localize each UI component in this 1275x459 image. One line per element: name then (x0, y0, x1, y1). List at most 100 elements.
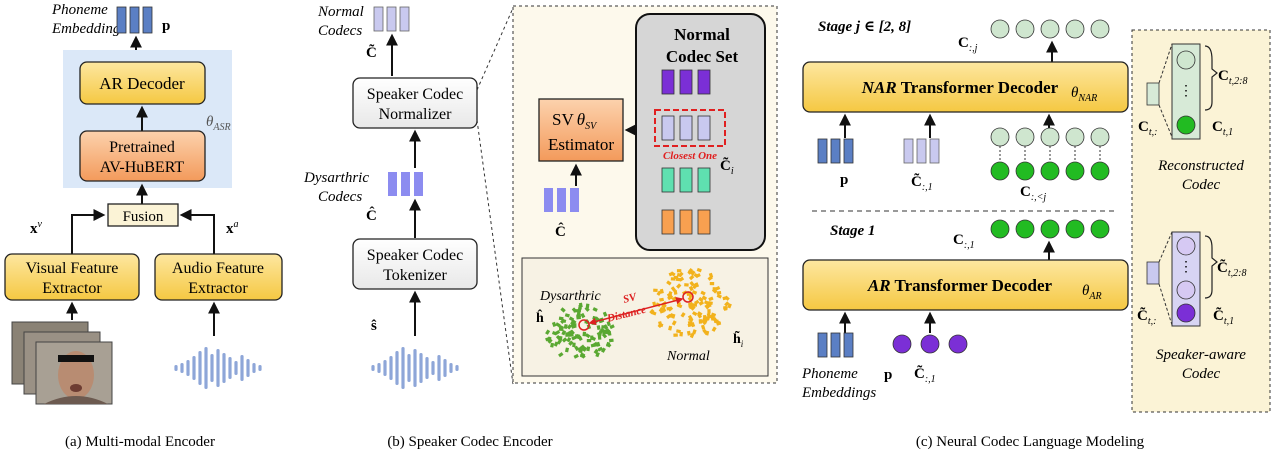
ar-decoder-label-a: AR Decoder (99, 74, 185, 93)
codec-circle (990, 219, 1010, 239)
scatter-dot (698, 300, 705, 306)
codec-teal (661, 167, 711, 193)
scatter-dot (584, 333, 591, 339)
scatter-dot (688, 285, 694, 292)
visual-extractor-label-2: Extractor (42, 280, 102, 297)
theta-ar: θAR (1082, 283, 1102, 302)
scatter-dot (586, 346, 591, 352)
fusion-label: Fusion (123, 209, 164, 225)
recon-zoom-bottom (1158, 104, 1173, 138)
p-ar: p (884, 367, 892, 383)
ar-decoder-label-c: AR Transformer Decoder (867, 276, 1053, 295)
scatter-dot (558, 352, 564, 358)
spk-zoom-bottom (1158, 283, 1173, 326)
scatter-dot (692, 329, 697, 335)
scatter-dot (707, 275, 713, 281)
previous-stage-codes (990, 127, 1110, 181)
stage-1-label: Stage 1 (830, 223, 875, 239)
spk-codec-small (1146, 261, 1160, 285)
pretrained-label-1: Pretrained (109, 139, 175, 156)
spk-ellipsis: ⋮ (1179, 260, 1193, 275)
caption-a: (a) Multi-modal Encoder (65, 434, 215, 450)
scatter-dot (568, 333, 574, 337)
normal-codec-vector (373, 6, 410, 32)
scatter-dot (687, 268, 694, 274)
scatter-dot (684, 283, 689, 287)
recon-code-top (1176, 50, 1196, 70)
scatter-dot (597, 335, 602, 340)
scatter-dot (556, 339, 562, 345)
panel-b-speaker-codec-encoder: Normal Codecs C̃ Speaker Codec Normalize… (303, 4, 778, 450)
theta-nar: θNAR (1071, 85, 1097, 104)
scatter-dot (708, 296, 714, 302)
spk-c-t: C̃t,: (1137, 307, 1156, 327)
scatter-dot (595, 351, 600, 358)
scatter-dot (676, 283, 682, 289)
scatter-dot (687, 323, 693, 328)
normalizer-box (352, 77, 478, 129)
waveform-bar (198, 351, 202, 385)
waveform-bar (192, 356, 196, 380)
scatter-dot (696, 267, 702, 273)
codec-circle (1065, 19, 1085, 39)
sv-estimator-label-2: Estimator (548, 135, 614, 154)
waveform-bar (222, 353, 226, 383)
waveform-bar (455, 365, 459, 371)
scatter-dot (702, 328, 708, 335)
scatter-dot (686, 330, 691, 336)
scatter-dot (678, 271, 684, 278)
tokenizer-label-2: Tokenizer (383, 267, 447, 284)
scatter-dot (670, 277, 676, 281)
waveform-bar (240, 355, 244, 381)
sv-distance-label-1: SV (622, 291, 640, 306)
stage-j-label: Stage j ∈ [2, 8] (818, 19, 911, 35)
scatter-dot (670, 271, 676, 277)
scatter-dot (609, 324, 615, 330)
waveform-bar (389, 356, 393, 380)
waveform-bar (431, 361, 435, 375)
p-symbol-a: p (162, 18, 170, 34)
phoneme-vector-nar (817, 138, 854, 164)
c-hat-b: Ĉ (366, 206, 377, 224)
scatter-dot (712, 287, 716, 292)
scatter-dot (701, 295, 708, 301)
scatter-dot (563, 323, 568, 330)
reconstructed-label-1: Reconstructed (1157, 158, 1244, 174)
ar-decoder-box-a (79, 61, 206, 105)
reconstructed-label-2: Codec (1182, 177, 1221, 193)
scatter-dot (707, 309, 711, 314)
codec-circle (1090, 219, 1110, 239)
scatter-dot (590, 343, 596, 348)
theta-asr: θASR (206, 114, 231, 133)
arrow-audio-to-fusion (179, 209, 215, 254)
audio-waveform-b (371, 347, 459, 389)
recon-code-bottom (1176, 115, 1196, 135)
waveform-bar (413, 349, 417, 387)
codec-circle (990, 161, 1010, 181)
scatter-dot (692, 311, 698, 317)
scatter-dot (704, 300, 710, 305)
scatter-dot (606, 342, 612, 348)
c-tilde-1-purple-codes (892, 334, 968, 354)
scatter-dot (580, 312, 586, 319)
scatter-dot (711, 326, 717, 332)
scatter-dot (668, 325, 673, 331)
scatter-dot (724, 295, 730, 301)
scatter-dot (581, 347, 586, 352)
panel-c-neural-codec-lm: Stage j ∈ [2, 8] C:,j NAR Transformer De… (801, 19, 1271, 450)
ar-decoder-box-c (802, 259, 1129, 311)
scatter-dot (590, 336, 597, 341)
pretrained-label-2: AV-HuBERT (100, 159, 185, 176)
normalizer-label-2: Normalizer (379, 106, 453, 123)
scatter-dot (691, 290, 698, 295)
speaker-aware-label-1: Speaker-aware (1156, 347, 1246, 363)
scatter-dot (584, 306, 590, 312)
c-hat-inner-vector (544, 188, 579, 212)
recon-c-t: Ct,: (1138, 119, 1157, 138)
scatter-dot (608, 338, 614, 343)
sv-estimator-box (538, 98, 624, 162)
spk-zoom-top (1158, 231, 1173, 263)
scatter-dot (689, 332, 695, 339)
closest-one-label: Closest One (663, 150, 717, 162)
